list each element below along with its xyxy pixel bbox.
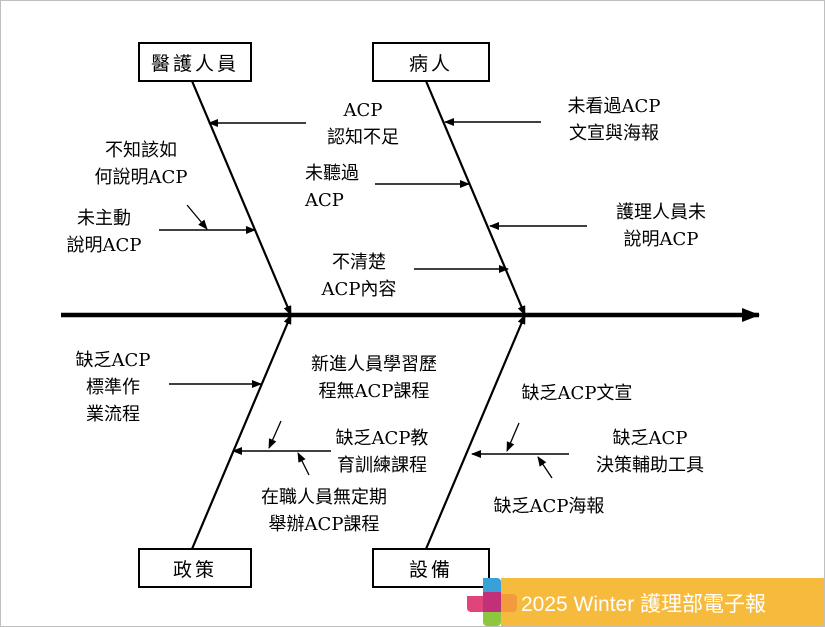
category-equipment-box: 設備 [372, 548, 490, 588]
arrow-staff-1-sub [186, 204, 208, 230]
category-staff-label: 醫護人員 [150, 52, 239, 75]
cause-patient-2: 未聽過 ACP [305, 163, 359, 211]
bone-policy [190, 314, 293, 550]
cause-policy-4: 在職人員無定期 舉辦ACP課程 [261, 487, 387, 535]
cause-policy-2: 新進人員學習歷 程無ACP課程 [311, 354, 437, 402]
cause-equipment-1: 缺乏ACP文宣 [521, 383, 633, 404]
cause-policy-1: 缺乏ACP 標準作 業流程 [75, 350, 151, 425]
category-patient-label: 病人 [408, 52, 453, 75]
category-staff-box: 醫護人員 [138, 42, 252, 82]
category-equipment-label: 設備 [408, 558, 453, 581]
cross-logo-icon [467, 578, 517, 626]
cause-patient-1: ACP 認知不足 [327, 100, 399, 148]
category-policy-label: 政策 [172, 558, 217, 581]
cause-policy-3: 缺乏ACP教 育訓練課程 [335, 428, 429, 476]
cause-patient-4: 未看過ACP 文宣與海報 [567, 96, 661, 144]
cause-patient-5: 護理人員未 說明ACP [616, 202, 706, 250]
newsletter-banner: 2025 Winter 護理部電子報 [501, 578, 824, 626]
cause-patient-3: 不清楚 ACP內容 [321, 252, 397, 300]
cause-staff-2: 未主動 說明ACP [66, 208, 142, 256]
bone-patient [424, 80, 527, 316]
category-patient-box: 病人 [372, 42, 490, 82]
cause-staff-1: 不知該如 何說明ACP [94, 140, 188, 188]
arrow-equipment-1-sub-a [506, 422, 520, 452]
arrow-equipment-1-sub-b [537, 456, 553, 479]
cause-equipment-3: 缺乏ACP海報 [493, 496, 605, 517]
arrow-policy-2-sub-b [297, 452, 310, 476]
bone-equipment [424, 314, 527, 550]
arrow-policy-2-sub-a [268, 420, 282, 449]
bone-staff [190, 80, 293, 316]
cause-equipment-2: 缺乏ACP 決策輔助工具 [596, 428, 704, 476]
category-policy-box: 政策 [138, 548, 252, 588]
newsletter-title: 2025 Winter 護理部電子報 [521, 593, 767, 616]
